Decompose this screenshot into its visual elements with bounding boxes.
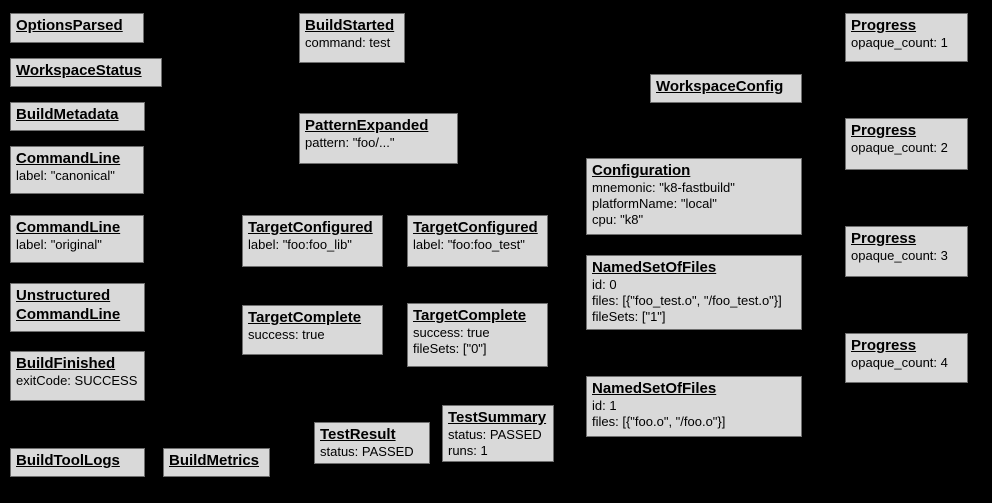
event-box-title: Unstructured (16, 287, 111, 304)
event-box-title: PatternExpanded (305, 117, 429, 134)
event-box-title: TargetConfigured (248, 219, 373, 236)
event-box-field: command: test (305, 35, 391, 50)
event-box-field: fileSets: ["0"] (413, 341, 487, 356)
event-box-title: BuildMetrics (169, 452, 260, 469)
event-box-field: id: 0 (592, 277, 617, 292)
event-box-field: label: "canonical" (16, 168, 115, 183)
event-box-field: label: "foo:foo_lib" (248, 237, 352, 252)
event-box-field: status: PASSED (320, 444, 414, 459)
event-box-title: NamedSetOfFiles (592, 259, 717, 276)
event-box-build-tool-logs: BuildToolLogs (10, 448, 145, 477)
event-box-field: status: PASSED (448, 427, 542, 442)
event-box-title: BuildToolLogs (16, 452, 120, 469)
event-box-title: CommandLine (16, 150, 121, 167)
event-box-field: pattern: "foo/..." (305, 135, 395, 150)
event-box-title: NamedSetOfFiles (592, 380, 717, 397)
event-box-build-metadata: BuildMetadata (10, 102, 145, 131)
event-box-field: files: [{"foo_test.o", "/foo_test.o"}] (592, 293, 782, 308)
event-box-title: BuildFinished (16, 355, 116, 372)
event-box-field: opaque_count: 1 (851, 35, 948, 50)
event-box-workspace-config: WorkspaceConfig (650, 74, 802, 103)
event-box-title: Progress (851, 17, 917, 34)
event-box-field: mnemonic: "k8-fastbuild" (592, 180, 735, 195)
event-box-title: TargetConfigured (413, 219, 538, 236)
event-box-title: CommandLine (16, 219, 121, 236)
event-box-workspace-status: WorkspaceStatus (10, 58, 162, 87)
event-box-field: fileSets: ["1"] (592, 309, 666, 324)
event-box-title: OptionsParsed (16, 17, 123, 34)
event-box-title: TargetComplete (248, 309, 362, 326)
event-box-field: runs: 1 (448, 443, 488, 458)
event-box-title: WorkspaceStatus (16, 62, 142, 79)
event-box-title: BuildMetadata (16, 106, 119, 123)
event-box-title: BuildStarted (305, 17, 395, 34)
event-box-field: opaque_count: 4 (851, 355, 948, 370)
event-box-title: TestSummary (448, 409, 547, 426)
event-box-field: label: "foo:foo_test" (413, 237, 525, 252)
event-box-title: TargetComplete (413, 307, 527, 324)
event-box-title: Progress (851, 122, 917, 139)
event-box-options-parsed: OptionsParsed (10, 13, 144, 43)
event-box-title: TestResult (320, 426, 396, 443)
event-box-field: success: true (248, 327, 325, 342)
event-box-build-metrics: BuildMetrics (163, 448, 270, 477)
event-box-field: success: true (413, 325, 490, 340)
event-box-title: Configuration (592, 162, 691, 179)
event-box-field: label: "original" (16, 237, 102, 252)
event-box-title: CommandLine (16, 306, 121, 323)
event-box-title: Progress (851, 230, 917, 247)
event-box-title: Progress (851, 337, 917, 354)
event-box-field: exitCode: SUCCESS (16, 373, 138, 388)
event-box-field: id: 1 (592, 398, 617, 413)
event-box-field: files: [{"foo.o", "/foo.o"}] (592, 414, 726, 429)
event-box-field: opaque_count: 3 (851, 248, 948, 263)
event-box-field: opaque_count: 2 (851, 140, 948, 155)
event-box-title: WorkspaceConfig (656, 78, 784, 95)
event-box-field: platformName: "local" (592, 196, 717, 211)
event-box-field: cpu: "k8" (592, 212, 644, 227)
